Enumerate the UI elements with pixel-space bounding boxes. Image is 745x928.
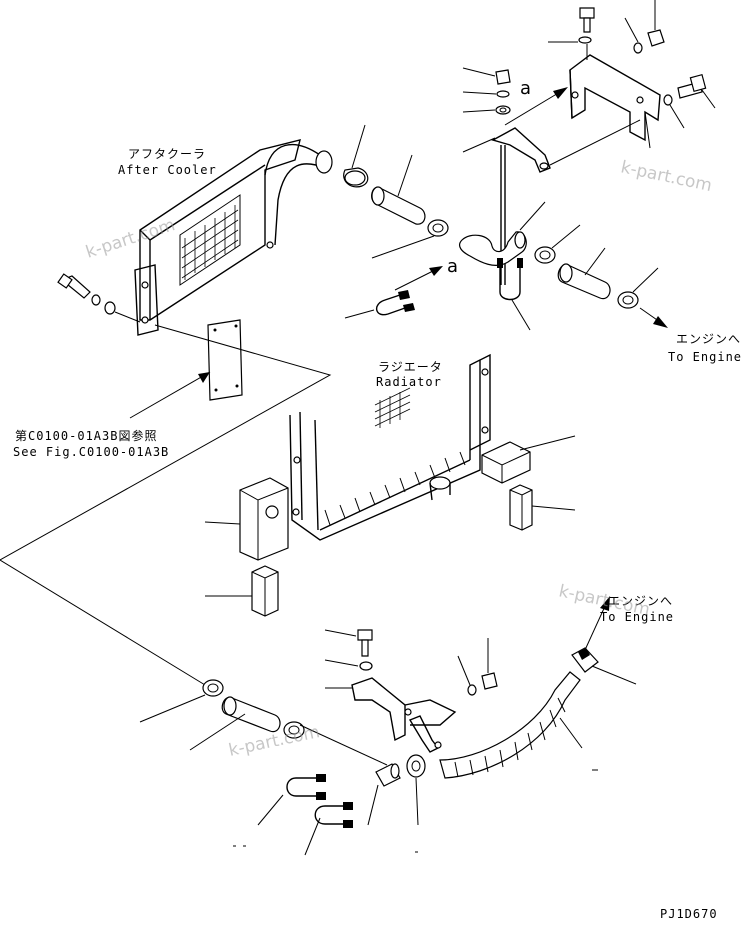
bottom-bracket [351, 677, 457, 753]
see-fig-label-jp: 第C0100-01A3B図参照 [15, 428, 157, 443]
hose-top-2 [557, 263, 611, 300]
corrugated-hose [439, 671, 581, 779]
cover-plate [207, 319, 243, 401]
callout-a-mid: a [447, 256, 458, 277]
clamp-top-3 [534, 246, 556, 264]
bolt-right [663, 73, 707, 106]
radiator-label-en: Radiator [376, 375, 442, 389]
see-fig-label-en: See Fig.C0100-01A3B [13, 445, 169, 459]
after-cooler [134, 139, 333, 336]
radiator [289, 353, 491, 541]
u-bolt-center [497, 258, 523, 301]
clamp-top-2 [427, 219, 449, 237]
top-bracket [569, 54, 661, 142]
after-cooler-label-jp: アフタクーラ [128, 147, 206, 161]
watermark: k-part.com [83, 215, 177, 263]
to-engine-top-jp: エンジンへ [676, 332, 741, 346]
watermark: k-part.com [619, 157, 714, 196]
clamp-top-4 [617, 291, 639, 309]
elbow-hose [458, 231, 527, 266]
clamp-bottom-1 [202, 679, 224, 697]
hose-top-1 [371, 186, 426, 225]
to-engine-bottom-jp: エンジンへ [608, 594, 673, 608]
pad-right-bottom [509, 484, 533, 531]
drawing-code: PJ1D670 [660, 907, 718, 921]
pad-right-top [481, 441, 531, 484]
pipe-stub [375, 763, 401, 787]
u-bolt-left [376, 290, 415, 316]
hose-end-fitting [571, 647, 599, 673]
nut-bottom [467, 672, 498, 696]
clamp-top-1 [343, 167, 369, 188]
after-cooler-label-en: After Cooler [118, 163, 217, 177]
nut-washer-stack [495, 69, 511, 115]
pad-left-large [239, 477, 289, 561]
callout-a-top: a [520, 78, 531, 99]
bolt-bottom [357, 629, 373, 671]
clamp-bottom-3 [406, 754, 426, 778]
pad-left-small [251, 565, 279, 617]
u-bolt-bottom-1 [286, 774, 326, 800]
bolt-left [57, 273, 141, 323]
clamp-bottom-2 [283, 721, 305, 739]
to-engine-top-en: To Engine [668, 350, 742, 364]
to-engine-bottom-en: To Engine [600, 610, 674, 624]
hose-bottom-1 [221, 696, 281, 733]
u-bolt-bottom-2 [314, 802, 353, 828]
radiator-label-jp: ラジエータ [378, 360, 443, 374]
nut-top-right [633, 29, 665, 54]
bolt-top [578, 7, 595, 60]
